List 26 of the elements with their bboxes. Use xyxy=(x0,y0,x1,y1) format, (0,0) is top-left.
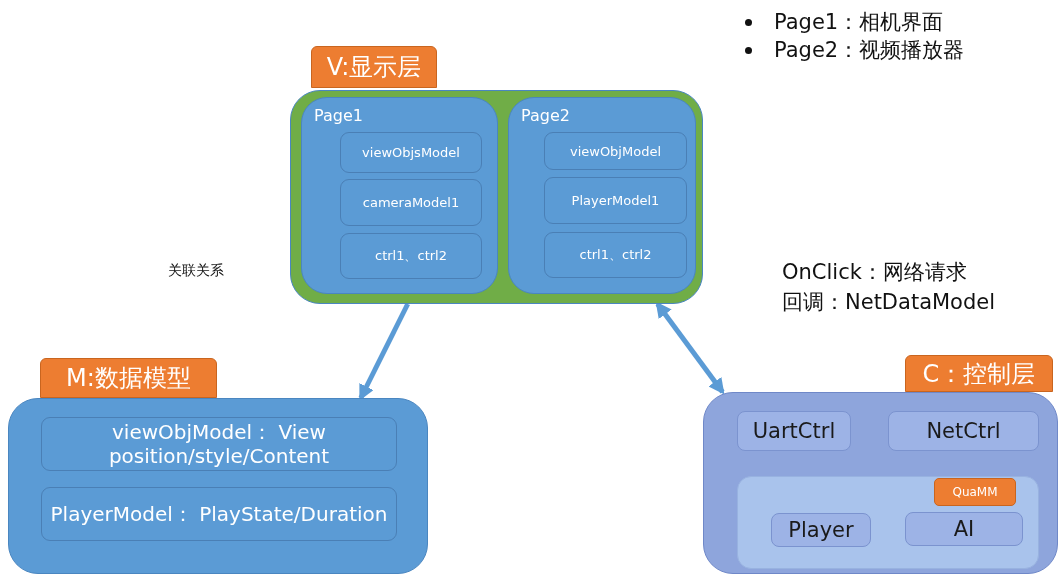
model-box: ctrl1、ctrl2 xyxy=(544,232,687,278)
layer-title: C：控制层 xyxy=(905,355,1053,392)
page-title: Page1 xyxy=(314,106,364,125)
model-box: PlayerModel： PlayState/Duration xyxy=(41,487,397,541)
note-text: Page2：视频播放器 xyxy=(774,37,965,64)
controller-box: UartCtrl xyxy=(737,411,851,451)
controller-box: NetCtrl xyxy=(888,411,1039,451)
page-panel xyxy=(301,97,498,294)
note-text: Page1：相机界面 xyxy=(774,9,944,36)
note-text: 关联关系 xyxy=(168,262,224,280)
tag-label: QuaMM xyxy=(934,478,1016,506)
model-box: cameraModel1 xyxy=(340,179,482,226)
model-box: viewObjModel xyxy=(544,132,687,170)
model-box: ctrl1、ctrl2 xyxy=(340,233,482,279)
note-text: OnClick：网络请求 xyxy=(782,259,967,286)
model-box: viewObjsModel xyxy=(340,132,482,173)
page-panel xyxy=(508,97,696,294)
controller-box: Player xyxy=(771,513,871,547)
layer-title: V:显示层 xyxy=(311,46,437,88)
layer-title: M:数据模型 xyxy=(40,358,217,398)
note-text: 回调：NetDataModel xyxy=(782,289,996,316)
module-tray xyxy=(737,476,1039,569)
controller-box: AI xyxy=(905,512,1023,546)
page-title: Page2 xyxy=(521,106,571,125)
model-box: PlayerModel1 xyxy=(544,177,687,224)
model-box: viewObjModel： View position/style/Content xyxy=(41,417,397,471)
